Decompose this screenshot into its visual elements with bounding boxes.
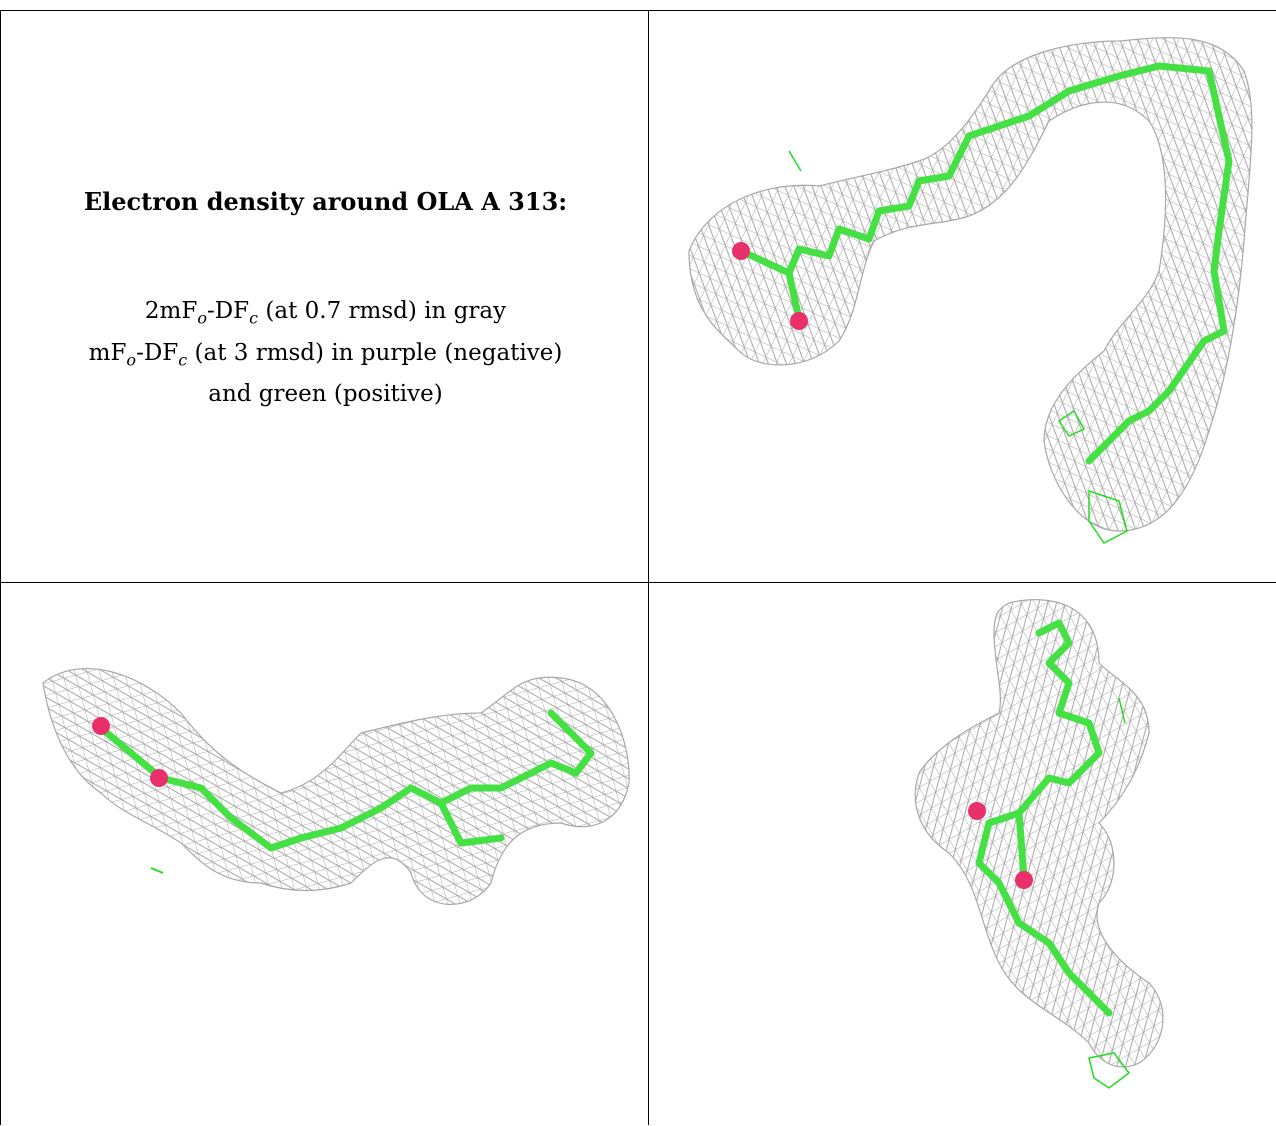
oxygen-atoms: [732, 242, 808, 330]
caption-line-2: mFo-DFc (at 3 rmsd) in purple (negative): [88, 339, 563, 370]
electron-density-mesh: [688, 37, 1253, 532]
figure-title: Electron density around OLA A 313:: [83, 187, 568, 216]
ligand-stick-model: [737, 62, 1233, 465]
oxygen-atom: [1015, 871, 1033, 889]
ligand-stick-model: [975, 619, 1113, 1017]
positive-density-blob: [788, 150, 802, 172]
oxygen-atom: [150, 769, 168, 787]
figure-caption: 2mFo-DFc (at 0.7 rmsd) in gray mFo-DFc (…: [1, 294, 650, 411]
positive-density-blob: [1057, 409, 1086, 437]
density-view-bottom-right: [649, 582, 1276, 1125]
ligand-stick-model: [97, 709, 595, 852]
positive-density-blob: [1088, 489, 1128, 544]
positive-density-blobs: [1088, 697, 1131, 1089]
positive-density-blob: [1118, 697, 1126, 724]
positive-density-blob: [150, 867, 164, 874]
positive-density-blob: [1088, 1052, 1131, 1089]
oxygen-atom: [92, 717, 110, 735]
density-svg-3: [914, 599, 1164, 1089]
oxygen-atoms: [92, 717, 168, 787]
electron-density-mesh: [42, 668, 630, 905]
oxygen-atoms: [968, 802, 1033, 889]
density-view-top-right: [649, 10, 1276, 583]
electron-density-mesh: [914, 599, 1164, 1068]
caption-panel: Electron density around OLA A 313: 2mFo-…: [0, 10, 649, 583]
oxygen-atom: [968, 802, 986, 820]
positive-density-blobs: [788, 150, 1128, 544]
density-view-bottom-left: [0, 582, 649, 1125]
oxygen-atom: [790, 312, 808, 330]
density-svg-2: [42, 668, 630, 905]
caption-line-1: 2mFo-DFc (at 0.7 rmsd) in gray: [144, 298, 507, 328]
positive-density-blobs: [150, 867, 164, 874]
caption-line-3: and green (positive): [208, 381, 443, 408]
density-svg-1: [688, 37, 1253, 544]
oxygen-atom: [732, 242, 750, 260]
